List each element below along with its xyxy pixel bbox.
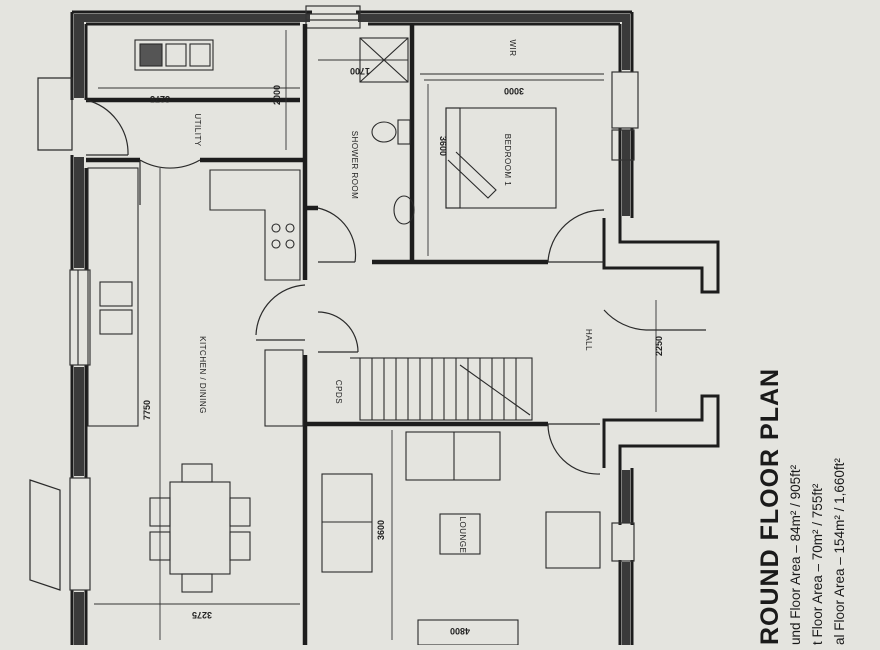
dim-lounge-height: 3600 <box>376 520 386 540</box>
windows <box>69 5 639 591</box>
dim-utility-width: 3275 <box>150 94 170 104</box>
dim-shower-width: 1700 <box>350 66 370 76</box>
doors <box>29 77 706 591</box>
dim-lounge-width: 4800 <box>450 626 470 636</box>
dim-bedroom-height: 3600 <box>438 136 448 156</box>
interior-walls <box>86 24 548 645</box>
title-block: ROUND FLOOR PLAN und Floor Area – 84m² /… <box>756 368 847 645</box>
label-lounge: LOUNGE <box>458 517 467 554</box>
dimension-labels: 3275 2000 1700 3000 3600 2250 7750 3275 … <box>142 66 664 636</box>
room-labels: UTILITY SHOWER ROOM BEDROOM 1 WIR KITCHE… <box>193 39 593 553</box>
label-cpds: CPDS <box>334 380 343 404</box>
label-hall: HALL <box>584 329 593 351</box>
dim-utility-height: 2000 <box>272 85 282 105</box>
exterior-walls <box>70 10 720 645</box>
wall-fills <box>74 14 630 645</box>
label-bedroom: BEDROOM 1 <box>503 134 512 187</box>
label-kitchen-dining: KITCHEN / DINING <box>198 336 207 414</box>
label-utility: UTILITY <box>193 113 202 146</box>
staircase <box>350 357 533 421</box>
dim-kitchen-length: 7750 <box>142 400 152 420</box>
plan-title: ROUND FLOOR PLAN <box>756 368 784 645</box>
label-shower-room: SHOWER ROOM <box>350 131 359 200</box>
area-ground-floor: und Floor Area – 84m² / 905ft² <box>788 464 803 645</box>
dim-hall: 2250 <box>654 336 664 356</box>
label-wir: WIR <box>508 39 517 56</box>
dimension-lines <box>94 30 657 640</box>
dim-kitchen-width: 3275 <box>192 610 212 620</box>
area-first-floor: t Floor Area – 70m² / 755ft² <box>810 483 825 645</box>
dim-bedroom-width: 3000 <box>504 86 524 96</box>
area-total: al Floor Area – 154m² / 1,660ft² <box>832 458 847 645</box>
